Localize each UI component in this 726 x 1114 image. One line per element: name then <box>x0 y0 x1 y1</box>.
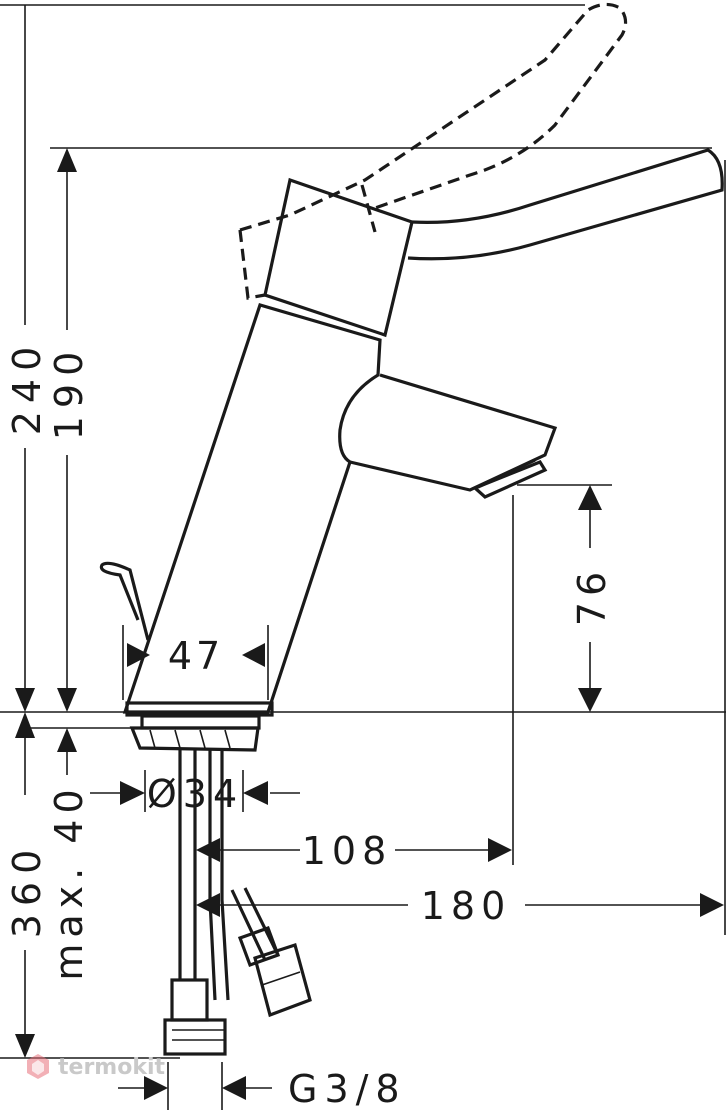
watermark: termokit <box>27 1054 165 1080</box>
lever-raised-position <box>238 2 628 300</box>
dimension-190: 190 <box>47 148 91 712</box>
dimension-max40: max. 40 <box>47 728 91 981</box>
dimension-34: Ø34 <box>90 772 300 816</box>
dimension-g38: G3/8 <box>118 1067 407 1111</box>
reference-lines <box>0 4 726 1110</box>
dim-max40-label: max. 40 <box>47 783 91 980</box>
dim-g38-label: G3/8 <box>288 1067 407 1111</box>
dim-76-label: 76 <box>570 566 614 626</box>
dimension-76: 76 <box>570 485 614 712</box>
dim-180-label: 180 <box>421 884 512 928</box>
dim-47-label: 47 <box>168 634 224 678</box>
dimension-360: 360 <box>5 712 49 1058</box>
dim-190-label: 190 <box>47 344 91 441</box>
dimension-47: 47 <box>127 634 265 678</box>
dimension-240: 240 <box>5 5 49 712</box>
dim-360-label: 360 <box>5 842 49 939</box>
watermark-text: termokit <box>58 1055 165 1080</box>
dim-34-label: Ø34 <box>147 772 243 816</box>
dimension-108: 108 <box>196 829 512 873</box>
dim-108-label: 108 <box>302 829 393 873</box>
dim-240-label: 240 <box>5 339 49 436</box>
dimension-180: 180 <box>196 884 724 928</box>
